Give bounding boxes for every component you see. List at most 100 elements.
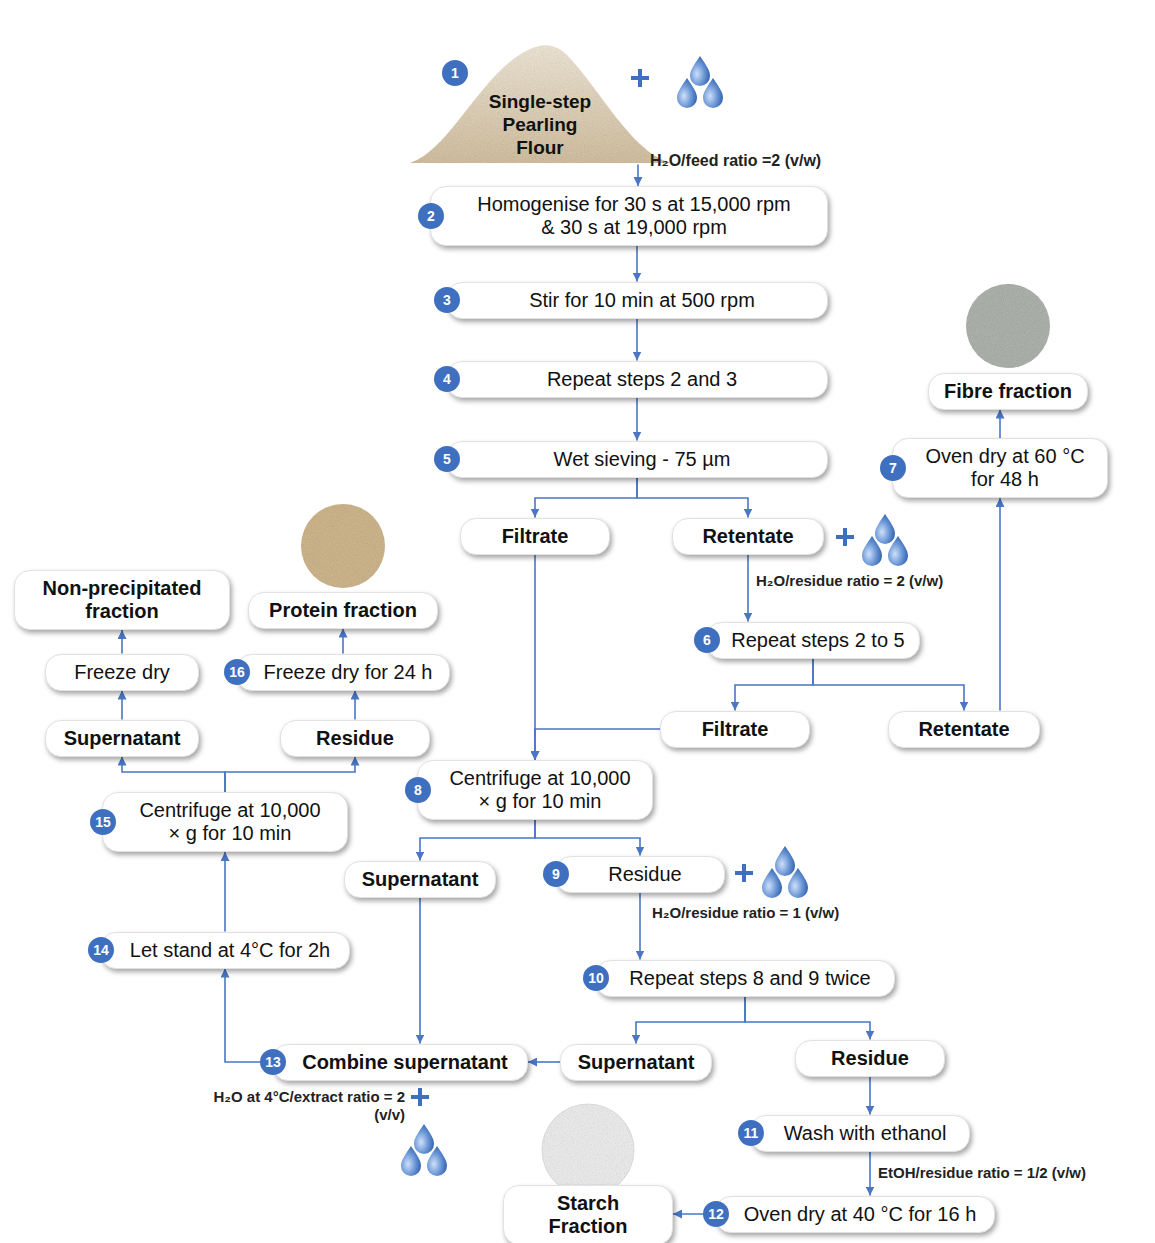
ratio-note: H₂O/feed ratio =2 (v/w) [650,152,821,170]
box-text: Repeat steps 2 and 3 [469,368,815,391]
fibre-photo [966,284,1050,368]
product-box: Starch Fraction [503,1185,673,1243]
box-text: Repeat steps 2 to 5 [729,629,907,652]
process-box: 16Freeze dry for 24 h [236,654,450,691]
step-number: 8 [405,777,431,803]
ratio-note: H₂O/residue ratio = 2 (v/w) [756,572,943,590]
box-text: Supernatant [58,727,186,750]
box-text: Retentate [685,525,811,548]
box-text: Freeze dry [58,661,186,684]
stream-box: Residue [795,1040,945,1077]
step-number: 9 [543,861,569,887]
box-text: Retentate [901,718,1027,741]
ratio-note: EtOH/residue ratio = 1/2 (v/w) [878,1164,1086,1182]
stream-box: Supernatant [560,1044,712,1081]
step-number: 7 [880,455,906,481]
box-text: Supernatant [573,1051,699,1074]
box-text: Centrifuge at 10,000 × g for 10 min [445,767,635,813]
box-text: Filtrate [473,525,597,548]
stream-box: Retentate [672,518,824,555]
box-text: Freeze dry for 24 h [259,661,437,684]
step-number: 2 [418,203,444,229]
flow-arrow [999,410,1001,439]
process-box: 6Repeat steps 2 to 5 [706,622,920,659]
flow-arrow [354,691,356,720]
process-box: 5Wet sieving - 75 µm [446,441,828,478]
process-box: 4Repeat steps 2 and 3 [446,361,828,398]
box-text: Single-step Pearling Flour [480,90,600,159]
process-box: 8Centrifuge at 10,000 × g for 10 min [417,760,653,820]
step-number: 11 [738,1120,764,1146]
flour-pile [410,45,670,163]
box-text: Centrifuge at 10,000 × g for 10 min [135,799,325,845]
process-box: 12Oven dry at 40 °C for 16 h [715,1196,995,1233]
flow-arrow [535,820,640,856]
water-drops-icon [862,514,908,566]
flow-arrow [637,478,748,518]
box-text: Wash with ethanol [773,1122,957,1145]
process-box: 3Stir for 10 min at 500 rpm [446,282,828,319]
feed-label: 1Single-step Pearling Flour [440,60,640,165]
flow-arrow [528,1061,560,1063]
flow-arrow [419,898,421,1044]
stream-box: Filtrate [660,711,810,748]
box-text: Stir for 10 min at 500 rpm [469,289,815,312]
box-text: Filtrate [673,718,797,741]
step-number: 14 [88,937,114,963]
process-box: 7Oven dry at 60 °C for 48 h [892,438,1108,498]
process-box: 9Residue [555,856,725,893]
box-text: Residue [578,863,712,886]
box-text: Oven dry at 60 °C for 48 h [915,445,1095,491]
flow-arrow [420,820,535,861]
flow-arrow [121,630,123,654]
box-text: Repeat steps 8 and 9 twice [618,967,882,990]
box-text: Fibre fraction [941,380,1075,403]
flow-arrow [535,729,660,760]
box-text: Let stand at 4°C for 2h [123,939,337,962]
plus-symbol [631,69,649,87]
stream-box: Retentate [888,711,1040,748]
box-text: Supernatant [357,868,483,891]
ratio-note: H₂O at 4°C/extract ratio = 2 (v/v) [195,1088,405,1124]
starch-photo-texture [542,1104,634,1196]
step-number: 4 [434,366,460,392]
box-text: Starch Fraction [516,1192,660,1238]
box-text: Residue [808,1047,932,1070]
process-box: 10Repeat steps 8 and 9 twice [595,960,895,997]
flow-arrow [225,757,355,793]
water-drops-icon [677,56,723,108]
flow-arrow [535,478,637,518]
water-drops-icon [401,1124,447,1176]
flow-arrow [342,629,344,654]
fibre-photo-texture [966,284,1050,368]
step-number: 6 [694,627,720,653]
step-number: 10 [583,965,609,991]
step-number: 15 [90,809,116,835]
flow-arrow [636,246,638,282]
flow-arrow [636,997,745,1044]
box-text: Homogenise for 30 s at 15,000 rpm & 30 s… [473,193,795,239]
flow-arrow [122,757,225,793]
process-box: 13Combine supernatant [272,1044,528,1081]
protein-photo [301,504,385,588]
flow-arrow [639,893,641,960]
box-text: Non-precipitated fraction [27,577,217,623]
box-text: Wet sieving - 75 µm [469,448,815,471]
flour-pile-shape [410,45,670,163]
plus-symbol [411,1088,429,1106]
ratio-note: H₂O/residue ratio = 1 (v/w) [652,904,839,922]
protein-photo-texture [301,504,385,588]
plus-symbol [735,864,753,882]
flow-arrow [121,691,123,720]
process-box: 2Homogenise for 30 s at 15,000 rpm & 30 … [430,186,828,246]
flow-arrow [869,1077,871,1115]
flow-arrow [636,398,638,441]
flow-arrow [225,969,272,1063]
stream-box: Supernatant [45,720,199,757]
step-number: 3 [434,287,460,313]
product-box: Non-precipitated fraction [14,570,230,630]
process-box: 11Wash with ethanol [750,1115,970,1152]
flow-arrow [747,555,749,622]
step-number: 5 [434,446,460,472]
process-box: 15Centrifuge at 10,000 × g for 10 min [102,792,348,852]
